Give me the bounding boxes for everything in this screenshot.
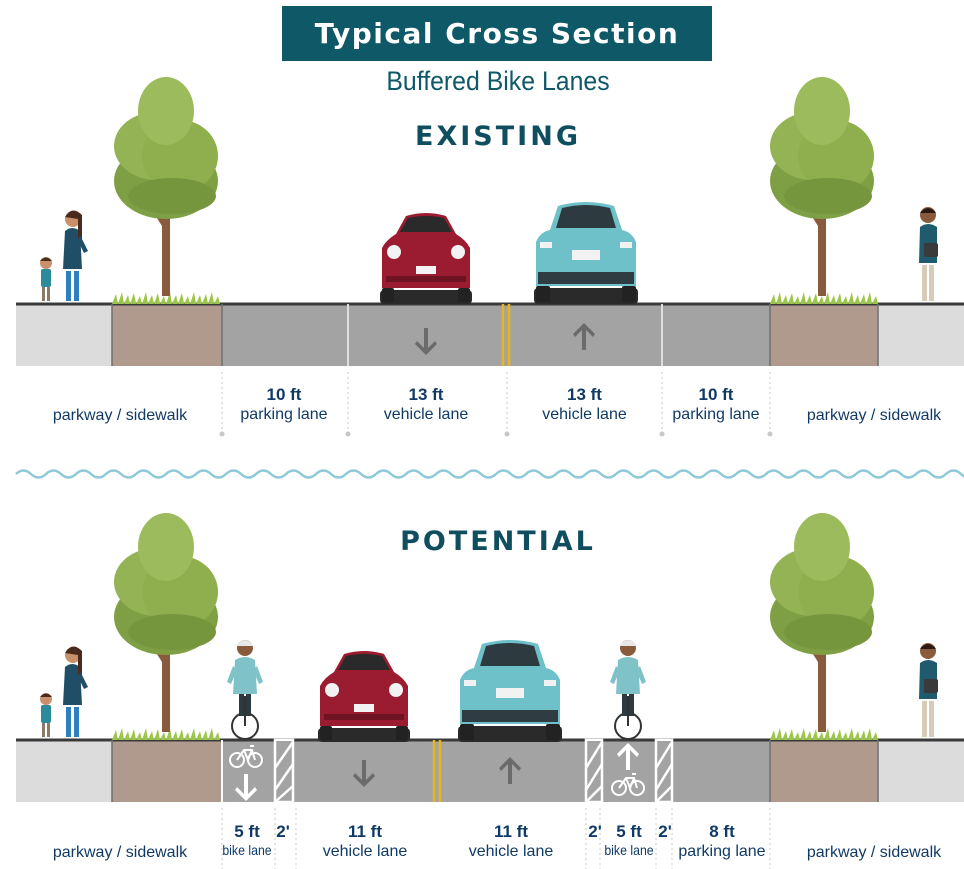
potential-buffer-right-b-box: [654, 738, 674, 804]
existing-sidewalk-left: [16, 304, 112, 366]
existing-label-sidewalk-right: parkway / sidewalk: [806, 407, 942, 424]
potential-heading: POTENTIAL: [400, 526, 596, 557]
potential-buffer-left-box: [273, 738, 295, 804]
existing-tree-right: [770, 77, 874, 296]
existing-roadway: [222, 304, 770, 366]
existing-teal-car: [534, 202, 638, 304]
title-banner: Typical Cross Section: [282, 6, 712, 61]
potential-label-vehicle-left: 11 ft vehicle lane: [322, 822, 408, 861]
potential-label-buffer-left: 2': [276, 822, 290, 841]
existing-dim-dot-1: [345, 431, 351, 437]
potential-label-parking-right: 8 ft parking lane: [678, 822, 766, 861]
potential-arrow-up-shape: [499, 757, 521, 784]
existing-pedestrian-walker: [919, 207, 938, 301]
potential-cyclist-right: [609, 639, 647, 740]
potential-roadway: [222, 740, 770, 802]
potential-buffer-right-a-hatch: [584, 741, 604, 803]
existing-planter-right: [770, 304, 878, 366]
existing-label-parking-left: 10 ft parking lane: [240, 385, 328, 424]
potential-pedestrian-walker: [919, 643, 938, 737]
existing-label-parking-right: 10 ft parking lane: [672, 385, 760, 424]
existing-dim-dot-3: [659, 431, 665, 437]
potential-teal-car: [458, 640, 562, 742]
potential-label-bike-left: 5 ft bike lane: [222, 822, 272, 859]
potential-label-sidewalk-left: parkway / sidewalk: [52, 844, 188, 861]
existing-arrow-down: [415, 328, 437, 355]
potential-label-sidewalk-right: parkway / sidewalk: [806, 844, 942, 861]
potential-arrow-up: [499, 757, 521, 784]
potential-sidewalk-right: [878, 740, 964, 802]
existing-red-car: [380, 213, 472, 304]
existing-pedestrian-woman: [63, 210, 88, 301]
existing-sidewalk-right: [878, 304, 964, 366]
existing-label-sidewalk-left: parkway / sidewalk: [52, 407, 188, 424]
potential-red-car: [318, 651, 410, 742]
existing-dim-dot-0: [219, 431, 225, 437]
wave-divider: [15, 469, 964, 479]
potential-buffer-right-a: [584, 738, 604, 804]
existing-label-vehicle-right: 13 ft vehicle lane: [542, 385, 627, 424]
existing-dim-dot-4: [767, 431, 773, 437]
potential-label-bike-right: 5 ft bike lane: [604, 822, 654, 859]
potential-buffer-left: [273, 738, 295, 804]
existing-planter-left: [112, 304, 222, 366]
potential-bike-arrow-down: [235, 774, 257, 801]
potential-label-buffer-right-a: 2': [588, 822, 602, 841]
potential-arrow-down: [353, 760, 375, 787]
existing-tree-left: [114, 77, 218, 296]
potential-buffer-right-a-box: [584, 738, 604, 804]
existing-arrow-down-shape: [415, 328, 437, 355]
potential-sidewalk-left: [16, 740, 112, 802]
potential-buffer-right-b-hatch: [654, 741, 674, 803]
potential-bike-arrow-up: [617, 743, 639, 770]
potential-planter-left: [112, 740, 222, 802]
potential-pedestrian-child: [40, 693, 52, 737]
potential-cyclist-left: [226, 639, 264, 740]
existing-heading: EXISTING: [415, 121, 581, 152]
subtitle: Buffered Bike Lanes: [386, 66, 610, 96]
potential-label-vehicle-right: 11 ft vehicle lane: [468, 822, 554, 861]
existing-arrow-up: [573, 323, 595, 350]
potential-arrow-down-shape: [353, 760, 375, 787]
existing-label-vehicle-left: 13 ft vehicle lane: [383, 385, 469, 424]
potential-bike-arrow-down-shape: [235, 774, 257, 801]
existing-pedestrian-child: [40, 257, 52, 301]
potential-buffer-left-hatch: [273, 741, 295, 803]
potential-planter-right: [770, 740, 878, 802]
potential-buffer-right-b: [654, 738, 674, 804]
existing-dim-dot-2: [504, 431, 510, 437]
existing-arrow-up-shape: [573, 323, 595, 350]
potential-bike-arrow-up-shape: [617, 743, 639, 770]
potential-label-buffer-right-b: 2': [658, 822, 672, 841]
potential-pedestrian-woman: [63, 646, 88, 737]
